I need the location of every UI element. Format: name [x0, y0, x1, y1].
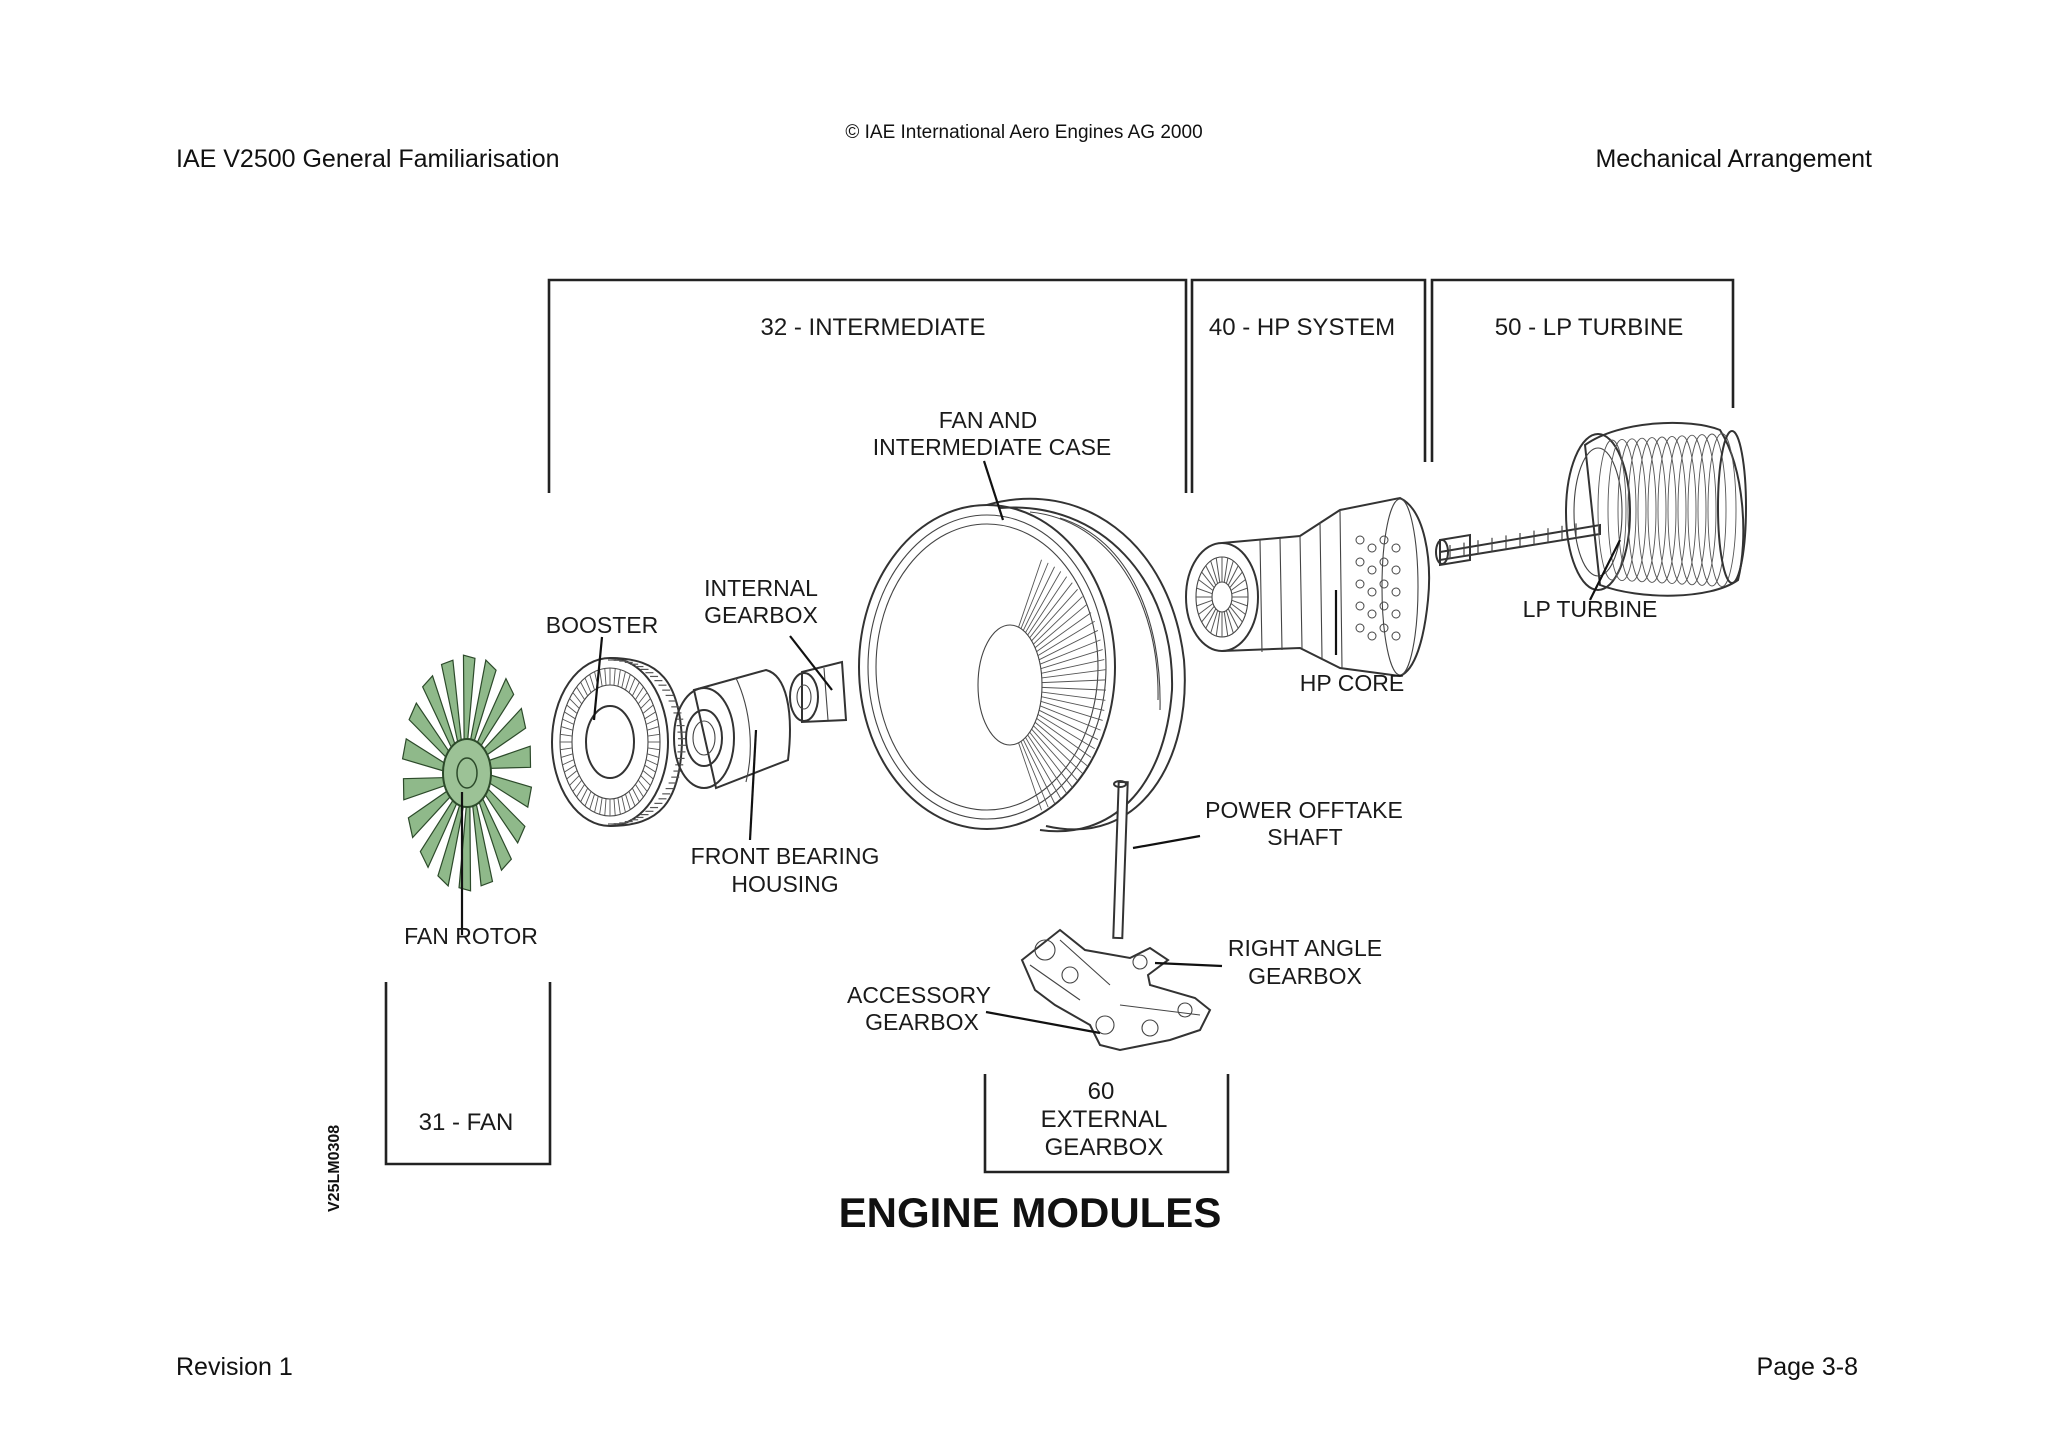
module-brackets — [384, 278, 1735, 1174]
label-accessory-gearbox-line2: GEARBOX — [865, 1009, 979, 1035]
label-fan-rotor: FAN ROTOR — [404, 923, 538, 949]
module-label-hp-system: 40 - HP SYSTEM — [1209, 314, 1395, 341]
module-label-lp-turbine: 50 - LP TURBINE — [1495, 314, 1684, 341]
label-power-offtake-shaft-line2: SHAFT — [1267, 824, 1342, 850]
bracket-lp-turbine — [1430, 278, 1735, 462]
module-label-external-gearbox-number: 60 — [1088, 1078, 1115, 1105]
copyright-notice: © IAE International Aero Engines AG 2000 — [845, 122, 1203, 143]
figure-reference-code: V25LM0308 — [326, 1125, 343, 1212]
label-fan-intermediate-case-line2: INTERMEDIATE CASE — [873, 434, 1112, 460]
bracket-fan — [384, 982, 552, 1166]
label-internal-gearbox-line2: GEARBOX — [704, 602, 818, 628]
module-label-external-gearbox-line1: EXTERNAL — [1041, 1106, 1168, 1133]
booster-drawing — [551, 657, 686, 827]
lp-turbine-drawing — [1435, 421, 1747, 597]
label-booster: BOOSTER — [546, 612, 658, 638]
module-label-external-gearbox-line2: GEARBOX — [1045, 1134, 1164, 1161]
label-front-bearing-housing-line2: HOUSING — [731, 871, 838, 897]
bracket-external-gearbox — [983, 1074, 1230, 1174]
label-right-angle-gearbox-line1: RIGHT ANGLE — [1228, 935, 1382, 961]
leader-accessory-gearbox — [985, 1010, 1101, 1035]
revision-label: Revision 1 — [176, 1353, 293, 1381]
power-offtake-shaft-drawing — [1112, 780, 1129, 940]
bracket-intermediate — [547, 278, 1188, 493]
label-internal-gearbox-line1: INTERNAL — [704, 575, 818, 601]
leader-fan-intermediate-case — [982, 460, 1005, 521]
page-number: Page 3-8 — [1756, 1353, 1858, 1381]
leader-front-bearing-housing — [748, 729, 758, 841]
fan-rotor-drawing — [401, 654, 533, 892]
section-title: Mechanical Arrangement — [1595, 145, 1872, 173]
figure-title: ENGINE MODULES — [839, 1189, 1222, 1236]
leader-lines — [460, 460, 1621, 1035]
accessory-gearbox-drawing — [1020, 928, 1212, 1052]
bracket-hp-system — [1190, 278, 1427, 493]
label-right-angle-gearbox-line2: GEARBOX — [1248, 963, 1362, 989]
hp-core-drawing — [1185, 496, 1431, 678]
label-front-bearing-housing-line1: FRONT BEARING — [691, 843, 880, 869]
leader-booster — [592, 636, 604, 721]
front-bearing-housing-drawing — [673, 668, 791, 790]
fan-intermediate-case-drawing — [858, 497, 1186, 833]
label-lp-turbine: LP TURBINE — [1523, 596, 1658, 622]
module-label-fan: 31 - FAN — [419, 1109, 514, 1136]
leader-right-angle-gearbox — [1154, 961, 1223, 968]
leader-internal-gearbox — [789, 635, 833, 691]
leader-power-offtake-shaft — [1132, 834, 1201, 850]
internal-gearbox-drawing — [789, 660, 848, 724]
document-title: IAE V2500 General Familiarisation — [176, 145, 560, 173]
label-fan-intermediate-case-line1: FAN AND — [939, 407, 1037, 433]
label-hp-core: HP CORE — [1300, 670, 1404, 696]
label-power-offtake-shaft-line1: POWER OFFTAKE — [1205, 797, 1403, 823]
label-accessory-gearbox-line1: ACCESSORY — [847, 982, 991, 1008]
module-label-intermediate: 32 - INTERMEDIATE — [761, 314, 986, 341]
leader-lp-turbine — [1589, 539, 1621, 601]
